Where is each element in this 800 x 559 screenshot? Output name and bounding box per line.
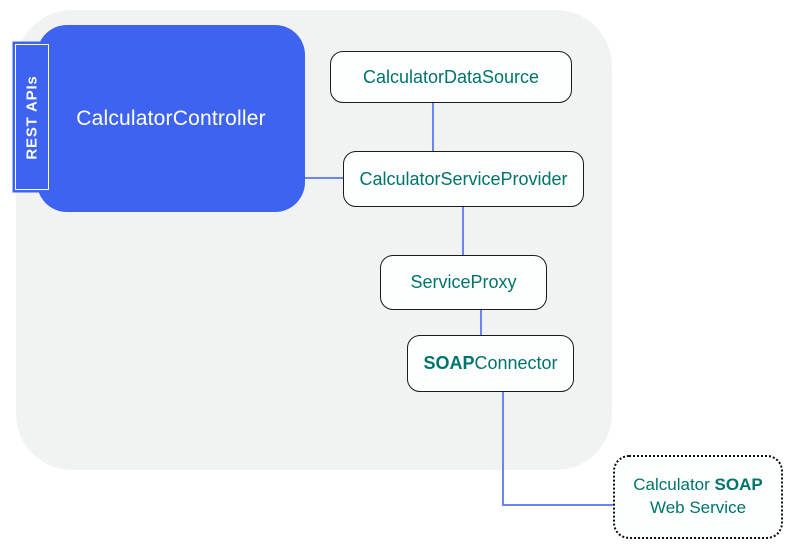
connector-soapconnector-webservice-horizontal [502,504,613,506]
rest-apis-label: REST APIs [23,74,41,160]
webservice-label-line1: Calculator SOAP [633,474,762,497]
soapconnector-label: SOAPConnector [423,353,557,374]
calculator-serviceprovider-label: CalculatorServiceProvider [359,168,568,189]
connector-controller-serviceprovider [305,177,344,179]
webservice-label-line1-bold: SOAP [714,475,763,495]
node-calculator-controller: CalculatorController [37,25,305,212]
webservice-label-line2: Web Service [649,498,747,517]
calculator-datasource-label: CalculatorDataSource [362,66,540,87]
node-soapconnector: SOAPConnector [407,335,574,392]
node-calculator-serviceprovider: CalculatorServiceProvider [343,151,584,207]
webservice-label-line1-regular: Calculator [633,475,715,495]
node-calculator-soap-webservice: Calculator SOAP Web Service [613,455,783,539]
rest-apis-tab: REST APIs [15,44,49,190]
calculator-controller-label: CalculatorController [76,106,266,130]
node-calculator-datasource: CalculatorDataSource [330,51,572,103]
connector-serviceprovider-serviceproxy [462,207,464,255]
soapconnector-label-bold: SOAP [423,353,475,373]
connector-datasource-serviceprovider [432,103,434,151]
node-serviceproxy: ServiceProxy [380,255,547,310]
serviceproxy-label: ServiceProxy [410,272,517,292]
soapconnector-label-regular: Connector [474,353,558,373]
connector-serviceproxy-soapconnector [480,310,482,335]
connector-soapconnector-webservice-vertical [502,392,504,506]
